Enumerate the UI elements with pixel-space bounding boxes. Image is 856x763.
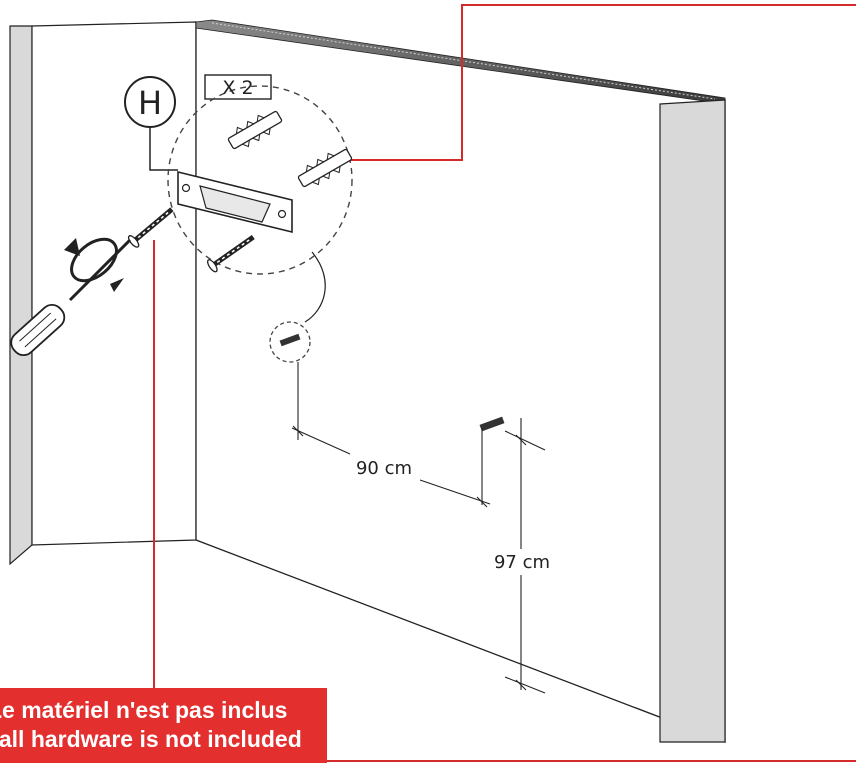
- vertical-dimension: 97 cm: [494, 552, 550, 573]
- anchor-detail-circle: [269, 321, 311, 363]
- part-callout: [124, 76, 178, 171]
- wall-anchor-right: [479, 416, 505, 432]
- hardware-notice: Le matériel n'est pas inclus Wall hardwa…: [0, 688, 327, 763]
- screwdriver-icon: [10, 238, 132, 357]
- screw-wall: [127, 207, 174, 248]
- notice-french: Le matériel n'est pas inclus: [0, 697, 288, 723]
- detail-circle: [167, 85, 353, 275]
- quantity-box: [204, 74, 272, 100]
- horizontal-dimension: 90 cm: [356, 458, 412, 479]
- screw-detail: [206, 235, 255, 273]
- wall-anchor-1: [227, 110, 283, 150]
- quantity-label: X 2: [222, 77, 253, 99]
- part-letter: H: [138, 84, 162, 122]
- mounting-bracket: [177, 170, 293, 234]
- red-leader-top: [350, 4, 856, 161]
- rotation-arrow-icon: [64, 237, 124, 292]
- main-wall: [195, 19, 726, 743]
- wall-anchor-2: [297, 148, 353, 188]
- notice-english: Wall hardware is not included: [0, 726, 302, 752]
